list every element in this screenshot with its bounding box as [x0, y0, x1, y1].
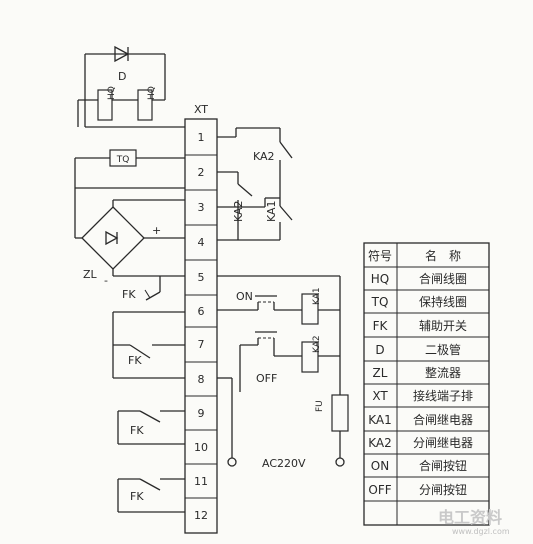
rectifier-diode-icon: [105, 230, 119, 246]
terminal-number-5: 5: [198, 271, 205, 284]
terminal-number-1: 1: [198, 131, 205, 144]
rectifier-circuit: + - ZL: [74, 188, 185, 287]
close-coil-icon: [97, 89, 113, 121]
legend-symbol: HQ: [371, 272, 389, 286]
legend-header-symbol: 符号: [368, 248, 392, 263]
fuse-label: FU: [315, 400, 325, 412]
legend-name: 分闸继电器: [413, 436, 473, 450]
control-circuit: ON KA1 OFF KA2 FU AC220V: [217, 275, 349, 470]
terminal-number-4: 4: [198, 236, 205, 249]
aux-switch-group-1: FK: [112, 276, 185, 345]
legend-name: 合闸线圈: [419, 271, 467, 286]
terminal-block-label: XT: [194, 103, 208, 116]
supply-terminal-icon: [227, 457, 237, 467]
closing-coil-circuit: D HQ HQ: [77, 45, 185, 128]
aux-switch-label-4: FK: [130, 490, 144, 503]
legend-symbol: KA2: [368, 436, 392, 450]
legend-name: 辅助开关: [419, 319, 467, 333]
watermark-brand: 电工资料: [438, 508, 502, 527]
hold-coil-label: TQ: [116, 155, 130, 165]
terminal-number-7: 7: [198, 338, 205, 351]
rectifier-label: ZL: [83, 268, 98, 281]
fuse-icon: [331, 394, 349, 432]
relay-contacts: KA2 KA2 KA1: [217, 127, 293, 241]
rectifier-minus-sign: -: [104, 274, 108, 287]
relay-coil-icon: [301, 293, 319, 325]
rectifier-plus-sign: +: [152, 224, 161, 237]
legend-name: 整流器: [425, 365, 461, 380]
terminal-number-11: 11: [194, 475, 208, 488]
hold-coil-icon: [109, 149, 137, 167]
legend-name: 合闸按钮: [419, 458, 467, 473]
switch-blade-icon: [139, 410, 161, 423]
legend-name: 合闸继电器: [413, 412, 473, 427]
close-coil-label-1: HQ: [107, 86, 117, 100]
relay-coil-label-2: KA2: [312, 335, 322, 353]
aux-switch-label-2: FK: [128, 354, 142, 367]
switch-blade-icon: [129, 344, 151, 359]
legend-symbol: FK: [373, 319, 389, 333]
contact-blade-icon: [279, 205, 293, 221]
close-coil-label-2: HQ: [147, 86, 157, 100]
contact-blade-icon: [279, 141, 293, 159]
supply-terminal-icon: [335, 457, 345, 467]
terminal-number-12: 12: [194, 509, 208, 522]
relay-coil-label-1: KA1: [312, 287, 322, 305]
relay-contact-top-label: KA2: [253, 150, 275, 163]
aux-switch-label-3: FK: [130, 424, 144, 437]
legend-name: 分闸按钮: [419, 482, 467, 497]
terminal-number-3: 3: [198, 201, 205, 214]
switch-blade-icon: [139, 478, 161, 491]
aux-switch-group-4: FK: [117, 478, 185, 513]
relay-contact-a-label: KA2: [232, 200, 245, 222]
off-button-label: OFF: [256, 372, 277, 385]
terminal-block-outline: [184, 118, 218, 534]
terminal-number-8: 8: [198, 373, 205, 386]
aux-switch-group-3: FK: [117, 410, 185, 445]
close-coil-icon: [137, 89, 153, 121]
legend-symbol: KA1: [368, 413, 392, 427]
legend-header-name: 名 称: [425, 248, 461, 263]
legend-symbol: TQ: [371, 295, 389, 309]
terminal-number-10: 10: [194, 441, 208, 454]
watermark: 电工资料 www.dgzl.com: [438, 508, 510, 536]
supply-label: AC220V: [262, 457, 306, 470]
aux-switch-label-1: FK: [122, 288, 136, 301]
legend-symbol: XT: [372, 389, 388, 403]
legend-table: 符号 名 称 HQ 合闸线圈 TQ 保持线圈 FK 辅助开关 D 二极管 ZL …: [363, 242, 490, 526]
on-button-label: ON: [236, 290, 253, 303]
legend-symbol: D: [375, 343, 384, 357]
legend-symbol: ON: [371, 459, 389, 473]
relay-contact-b-label: KA1: [265, 200, 278, 222]
rectifier-bridge-icon: [81, 206, 145, 270]
terminal-block: XT 1 2 3 4 5 6 7 8 9 10 11 12: [184, 103, 218, 534]
legend-name: 保持线圈: [419, 294, 467, 309]
contact-blade-icon: [237, 183, 253, 197]
terminal-number-9: 9: [198, 407, 205, 420]
legend-symbol: ZL: [373, 366, 388, 380]
diode-icon: [114, 45, 130, 63]
diode-label: D: [118, 70, 126, 83]
watermark-url: www.dgzl.com: [452, 527, 510, 536]
legend-name: 接线端子排: [413, 388, 473, 403]
switch-blade-icon: [145, 291, 161, 301]
hold-coil-circuit: TQ: [74, 149, 185, 189]
terminal-number-6: 6: [198, 305, 205, 318]
legend-name: 二极管: [425, 342, 461, 357]
aux-switch-group-2: FK: [112, 344, 185, 379]
terminal-number-2: 2: [198, 166, 205, 179]
legend-symbol: OFF: [368, 483, 391, 497]
relay-coil-icon: [301, 341, 319, 373]
